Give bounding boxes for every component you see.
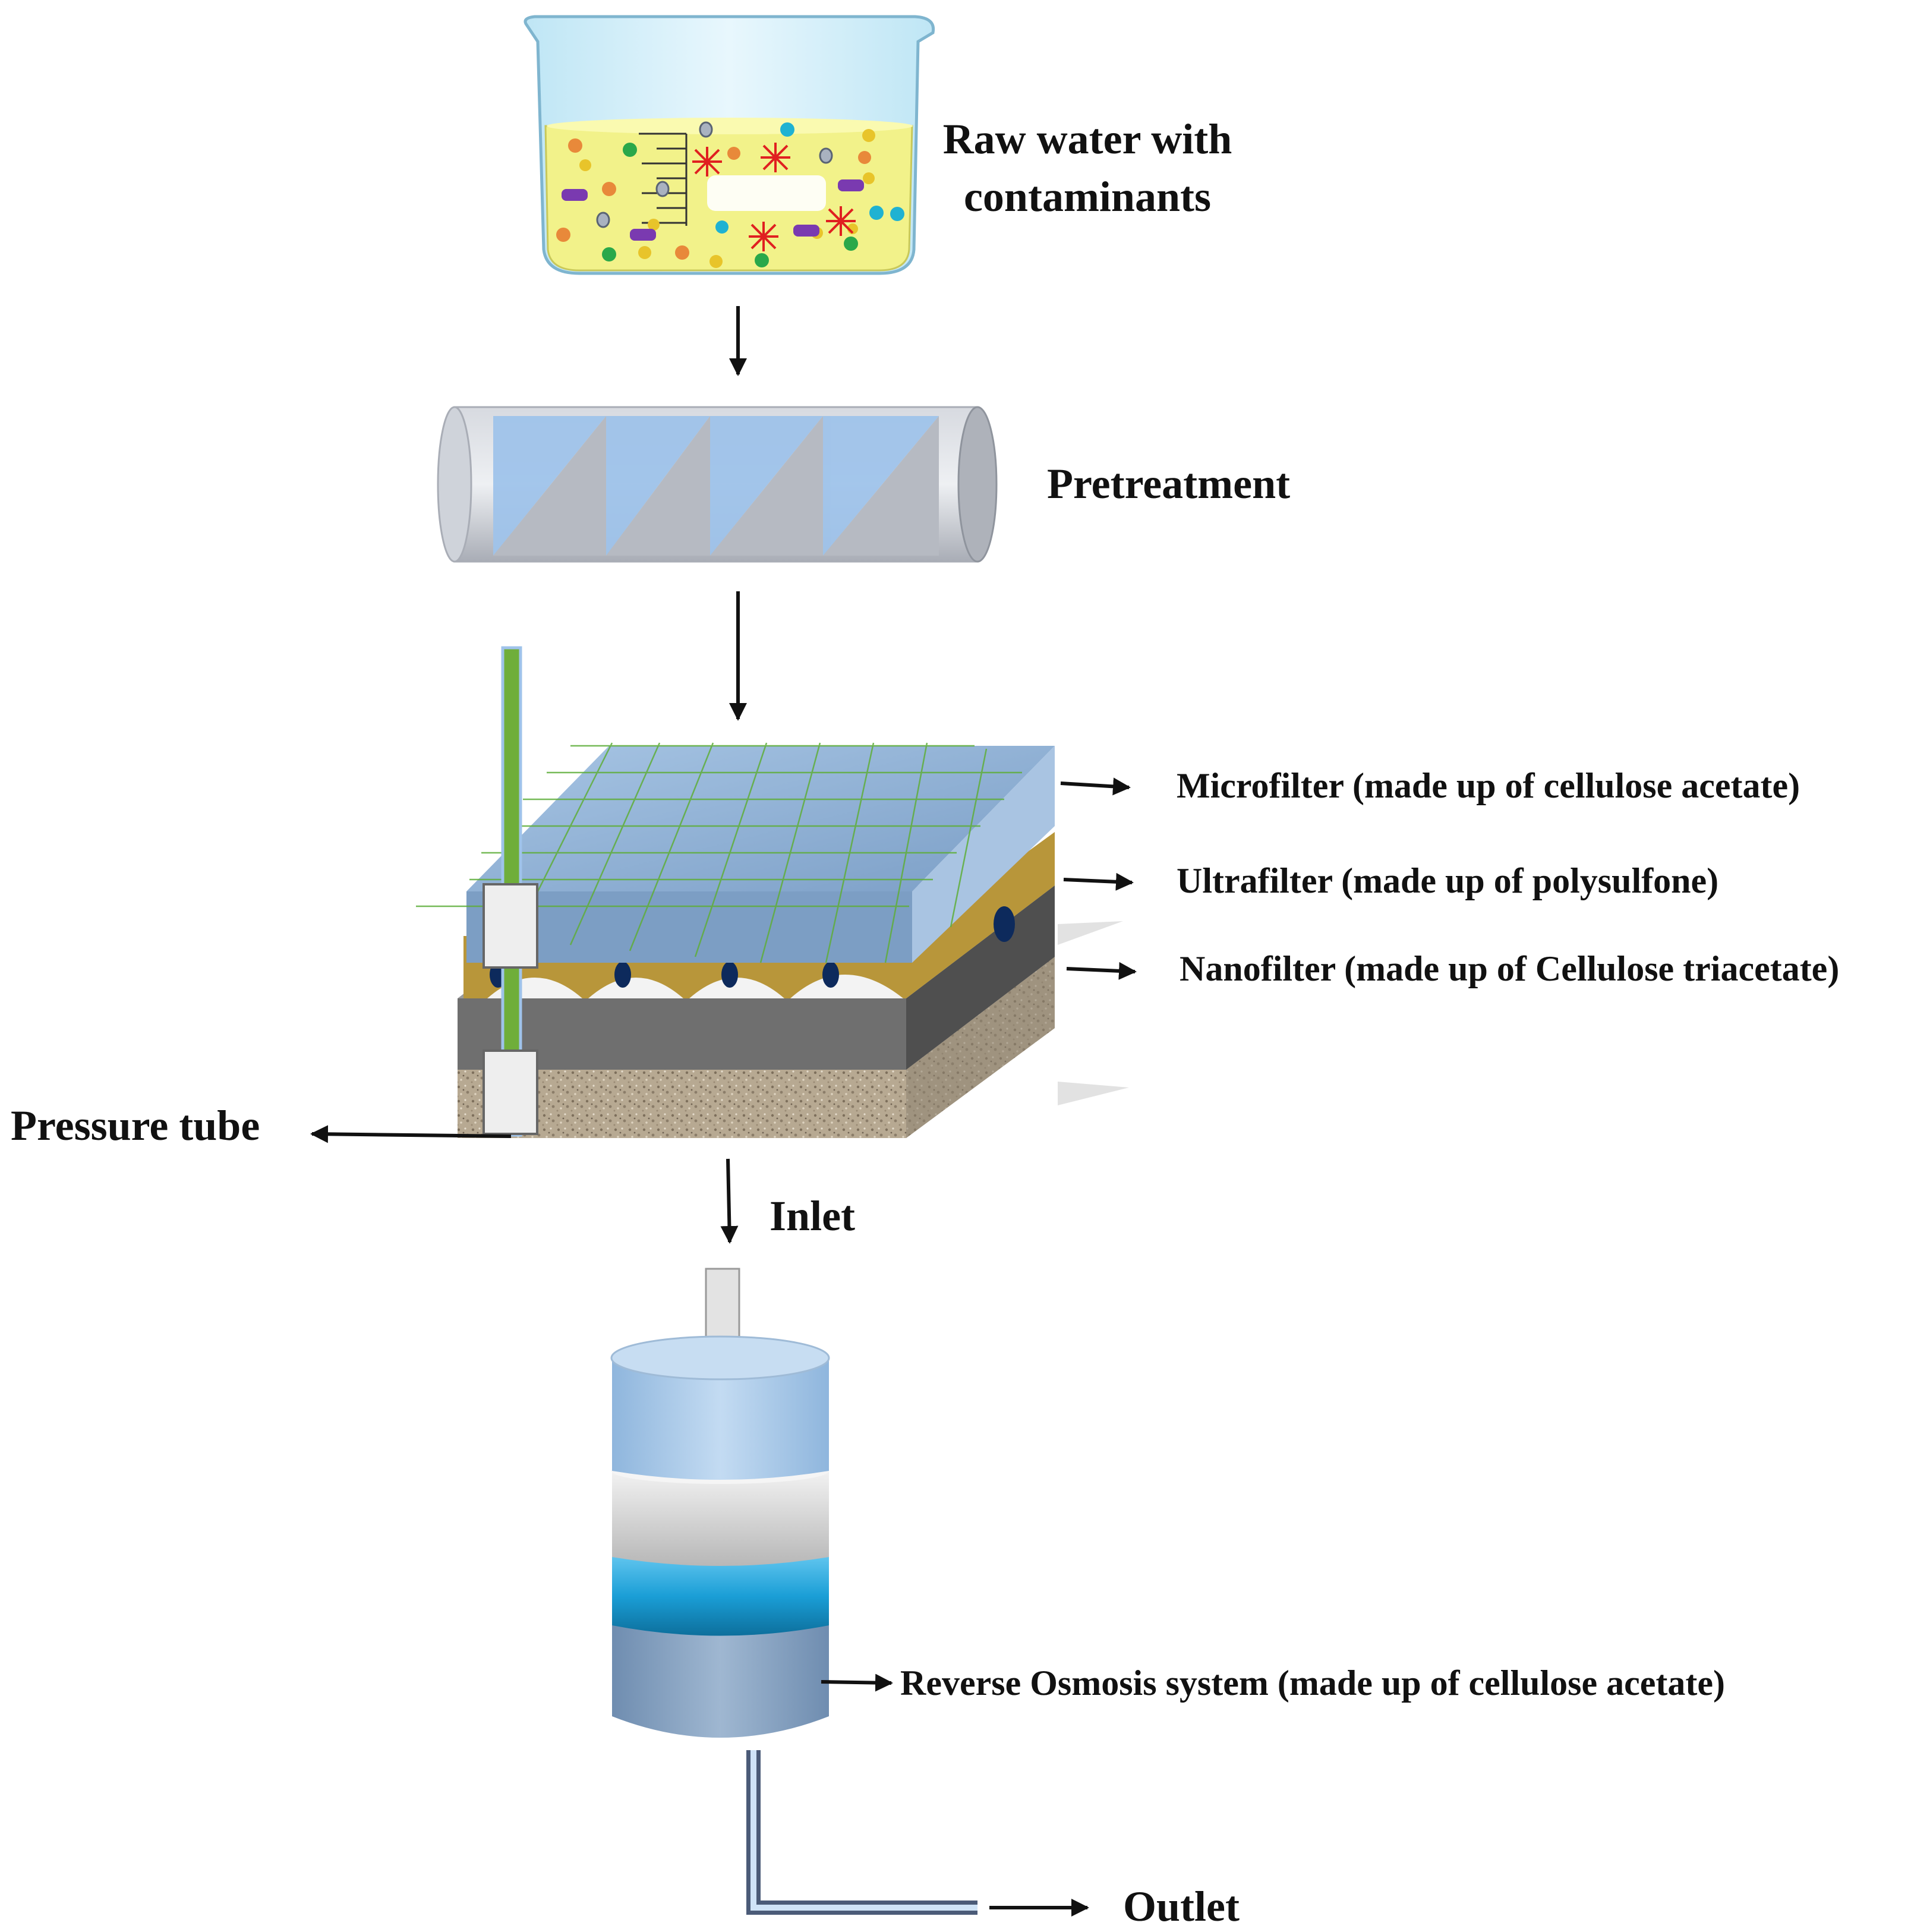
- pretreatment-label: Pretreatment: [1047, 460, 1290, 508]
- reverse-osmosis-label: Reverse Osmosis system (made up of cellu…: [900, 1663, 1725, 1703]
- arrow-reverse-osmosis: [821, 1673, 893, 1692]
- raw-water-label-line1: Raw water with: [943, 115, 1232, 163]
- pretreatment-unit: [437, 406, 998, 563]
- pressure-tube-label: Pressure tube: [11, 1102, 260, 1149]
- arrow-nanofilter: [1066, 962, 1137, 980]
- beaker: [524, 15, 935, 275]
- support-base: [458, 957, 1055, 1138]
- arrow-microfilter: [1060, 777, 1131, 796]
- membrane-stack: [416, 646, 1129, 1138]
- ultrafilter-label: Ultrafilter (made up of polysulfone): [1177, 861, 1718, 900]
- beaker-label-patch: [707, 175, 826, 211]
- pretreatment-panels-shadow: [493, 416, 939, 556]
- microfilter-layer: [416, 742, 1055, 963]
- microfilter-label: Microfilter (made up of cellulose acetat…: [1177, 766, 1800, 805]
- arrow-ultrafilter: [1063, 872, 1134, 891]
- outlet-label: Outlet: [1123, 1883, 1240, 1930]
- inlet-label: Inlet: [770, 1192, 855, 1240]
- pressure-tube: [483, 646, 538, 1137]
- nanofilter-label: Nanofilter (made up of Cellulose triacet…: [1180, 949, 1839, 988]
- reverse-osmosis-unit: [610, 1268, 977, 1915]
- raw-water-label-line2: contaminants: [964, 173, 1211, 220]
- contaminant-particles: [556, 121, 904, 268]
- arrow-inlet: [720, 1158, 739, 1244]
- arrow-pressure-tube: [310, 1125, 512, 1143]
